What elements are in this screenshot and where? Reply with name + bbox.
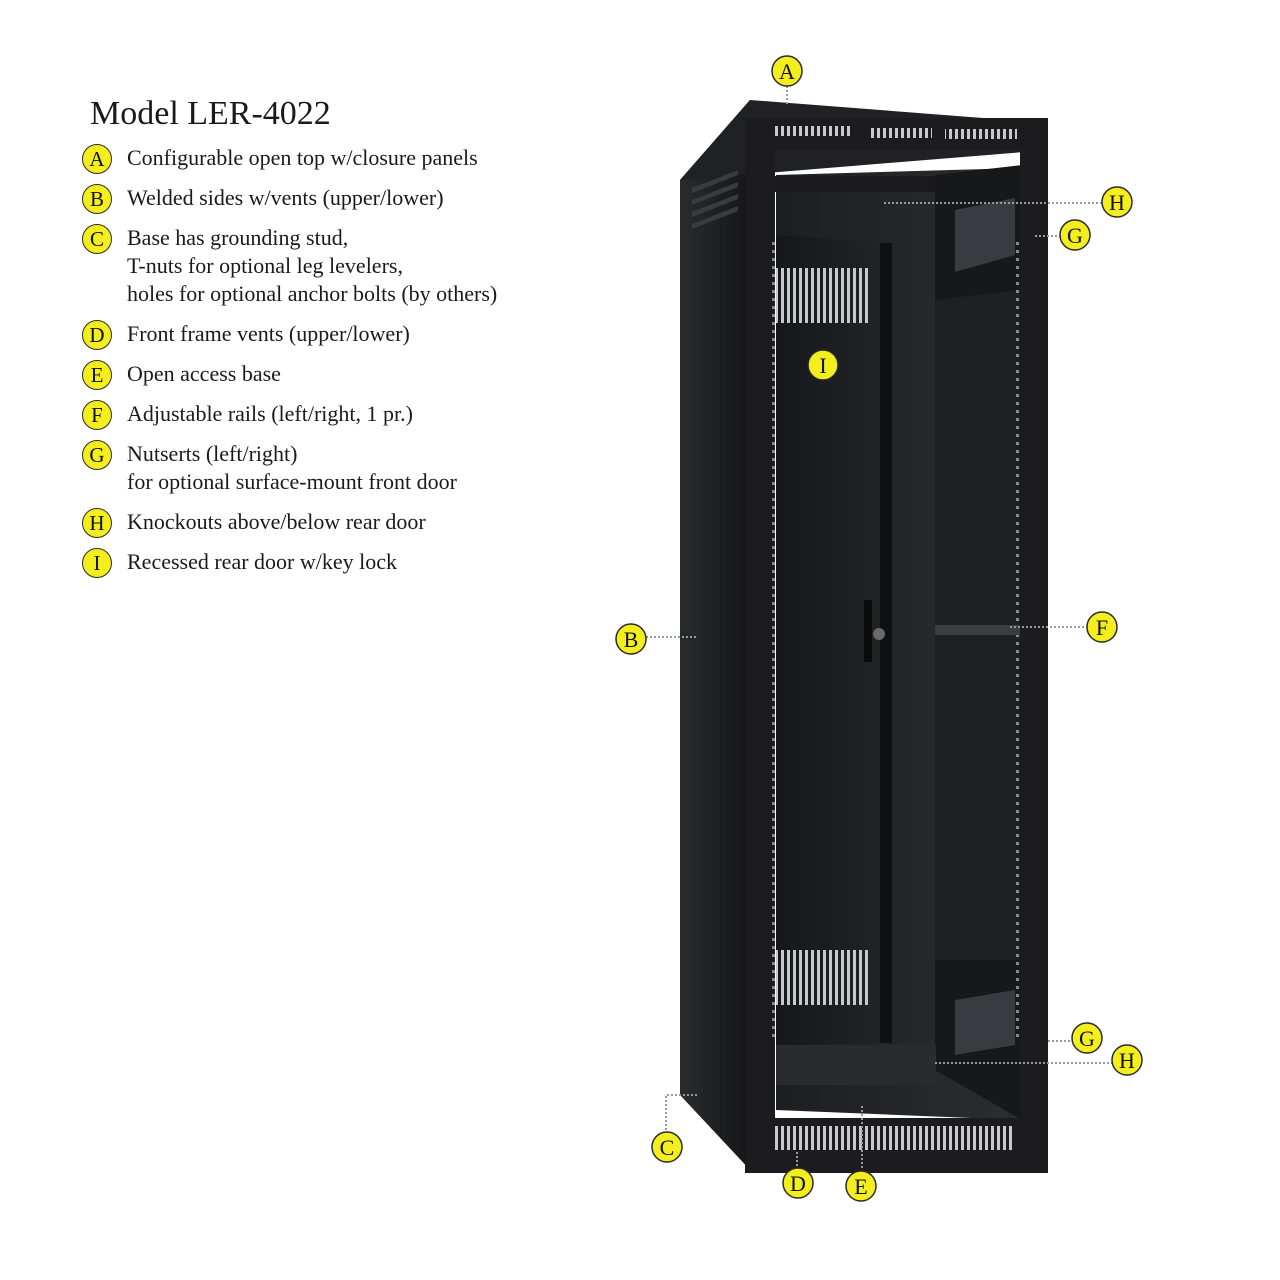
callout-h-top: H	[1101, 186, 1133, 218]
rack-front-right-post	[1020, 123, 1048, 1148]
door-handle	[864, 600, 872, 662]
feature-item-f: F Adjustable rails (left/right, 1 pr.)	[82, 400, 497, 430]
rack-front-left-post	[745, 118, 775, 1173]
callout-g-bottom: G	[1071, 1022, 1103, 1054]
callout-i: I	[807, 349, 839, 381]
callout-d: D	[782, 1167, 814, 1199]
feature-item-e: E Open access base	[82, 360, 497, 390]
feature-marker-h: H	[82, 508, 112, 538]
feature-text: Front frame vents (upper/lower)	[127, 321, 410, 346]
callout-c: C	[651, 1131, 683, 1163]
callout-label: C	[660, 1135, 675, 1160]
side-vent	[692, 170, 738, 193]
callout-e: E	[845, 1170, 877, 1202]
callout-h-bottom: H	[1111, 1044, 1143, 1076]
feature-item-b: B Welded sides w/vents (upper/lower)	[82, 184, 497, 214]
bottom-vent	[775, 1126, 1015, 1150]
feature-text: T-nuts for optional leg levelers,	[127, 253, 403, 278]
feature-marker-b: B	[82, 184, 112, 214]
rack-cabinet	[680, 100, 1048, 1173]
feature-text: Configurable open top w/closure panels	[127, 145, 478, 170]
rack-base	[776, 1045, 936, 1085]
callout-g-top: G	[1059, 219, 1091, 251]
door-vent-lower	[776, 950, 870, 1005]
feature-item-d: D Front frame vents (upper/lower)	[82, 320, 497, 350]
feature-text: Base has grounding stud,	[127, 225, 349, 250]
rack-side-panel	[680, 100, 752, 1172]
feature-marker-e: E	[82, 360, 112, 390]
callout-b: B	[615, 623, 647, 655]
feature-marker-i: I	[82, 548, 112, 578]
feature-item-g: G Nutserts (left/right) for optional sur…	[82, 440, 497, 496]
feature-marker-g: G	[82, 440, 112, 470]
feature-item-c: C Base has grounding stud, T-nuts for op…	[82, 224, 497, 308]
feature-text: holes for optional anchor bolts (by othe…	[127, 281, 498, 306]
callout-label: G	[1079, 1026, 1095, 1051]
feature-text: for optional surface-mount front door	[127, 469, 457, 494]
feature-text: Welded sides w/vents (upper/lower)	[127, 185, 444, 210]
feature-marker-d: D	[82, 320, 112, 350]
feature-marker-f: F	[82, 400, 112, 430]
feature-list: A Configurable open top w/closure panels…	[82, 144, 497, 578]
callout-label: F	[1096, 615, 1108, 640]
top-vent	[945, 129, 1017, 139]
callout-label: E	[854, 1174, 867, 1199]
top-vent	[870, 128, 932, 138]
adjustable-rail	[935, 625, 1020, 635]
door-vent-upper	[776, 268, 870, 323]
feature-text: Knockouts above/below rear door	[127, 509, 426, 534]
callout-label: H	[1109, 190, 1125, 215]
feature-text: Open access base	[127, 361, 281, 386]
callout-label: A	[779, 59, 795, 84]
model-title: Model LER-4022	[90, 95, 331, 132]
feature-text: Nutserts (left/right)	[127, 441, 298, 466]
rear-door	[776, 235, 890, 1045]
callout-label: B	[624, 627, 639, 652]
key-lock	[873, 628, 885, 640]
top-vent	[775, 126, 850, 136]
feature-item-h: H Knockouts above/below rear door	[82, 508, 497, 538]
feature-item-i: I Recessed rear door w/key lock	[82, 548, 497, 578]
rail-holes	[1016, 240, 1020, 1040]
callout-label: H	[1119, 1048, 1135, 1073]
callout-label: D	[790, 1171, 806, 1196]
feature-text: Adjustable rails (left/right, 1 pr.)	[127, 401, 413, 426]
callout-a: A	[771, 55, 803, 87]
leader-lines	[646, 86, 1112, 1170]
callout-label: I	[819, 353, 826, 378]
feature-marker-c: C	[82, 224, 112, 254]
feature-marker-a: A	[82, 144, 112, 174]
callout-label: G	[1067, 223, 1083, 248]
feature-item-a: A Configurable open top w/closure panels	[82, 144, 497, 174]
rear-door-edge	[880, 243, 892, 1043]
callout-f: F	[1086, 611, 1118, 643]
feature-text: Recessed rear door w/key lock	[127, 549, 398, 574]
rail-holes	[772, 240, 776, 1040]
